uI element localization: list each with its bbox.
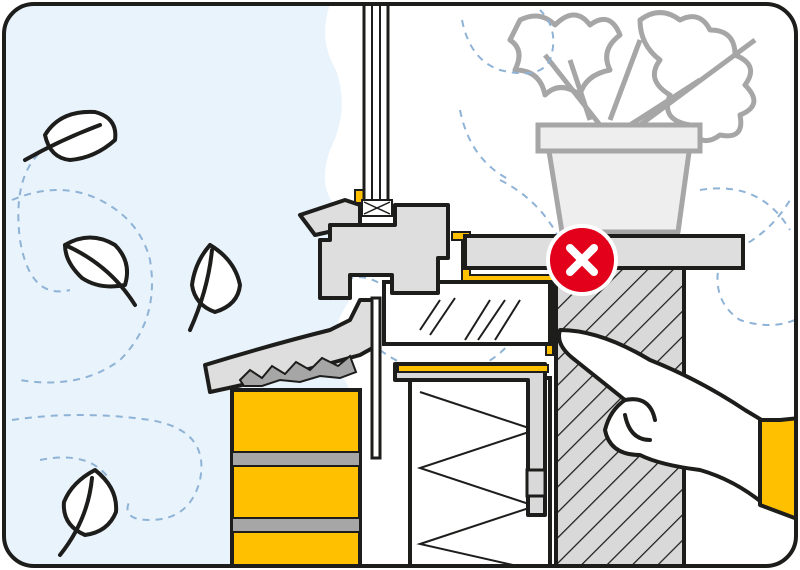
- leaf-icon: [58, 468, 119, 557]
- leaf-icon: [63, 235, 137, 307]
- house-plant: [507, 10, 757, 144]
- falling-leaves: [23, 109, 242, 557]
- window-glass: [361, 4, 393, 217]
- plant-pot: [535, 122, 703, 235]
- warning-badge: [546, 224, 618, 296]
- window-frame-profile: [298, 198, 450, 300]
- exterior-insulation: [230, 388, 362, 566]
- pointing-hand: [557, 328, 796, 522]
- insulation-zigzag: [416, 391, 539, 566]
- leaf-icon: [188, 243, 242, 332]
- vertical-flashing: [370, 296, 382, 460]
- close-icon: [566, 244, 598, 276]
- leaf-icon: [23, 109, 118, 162]
